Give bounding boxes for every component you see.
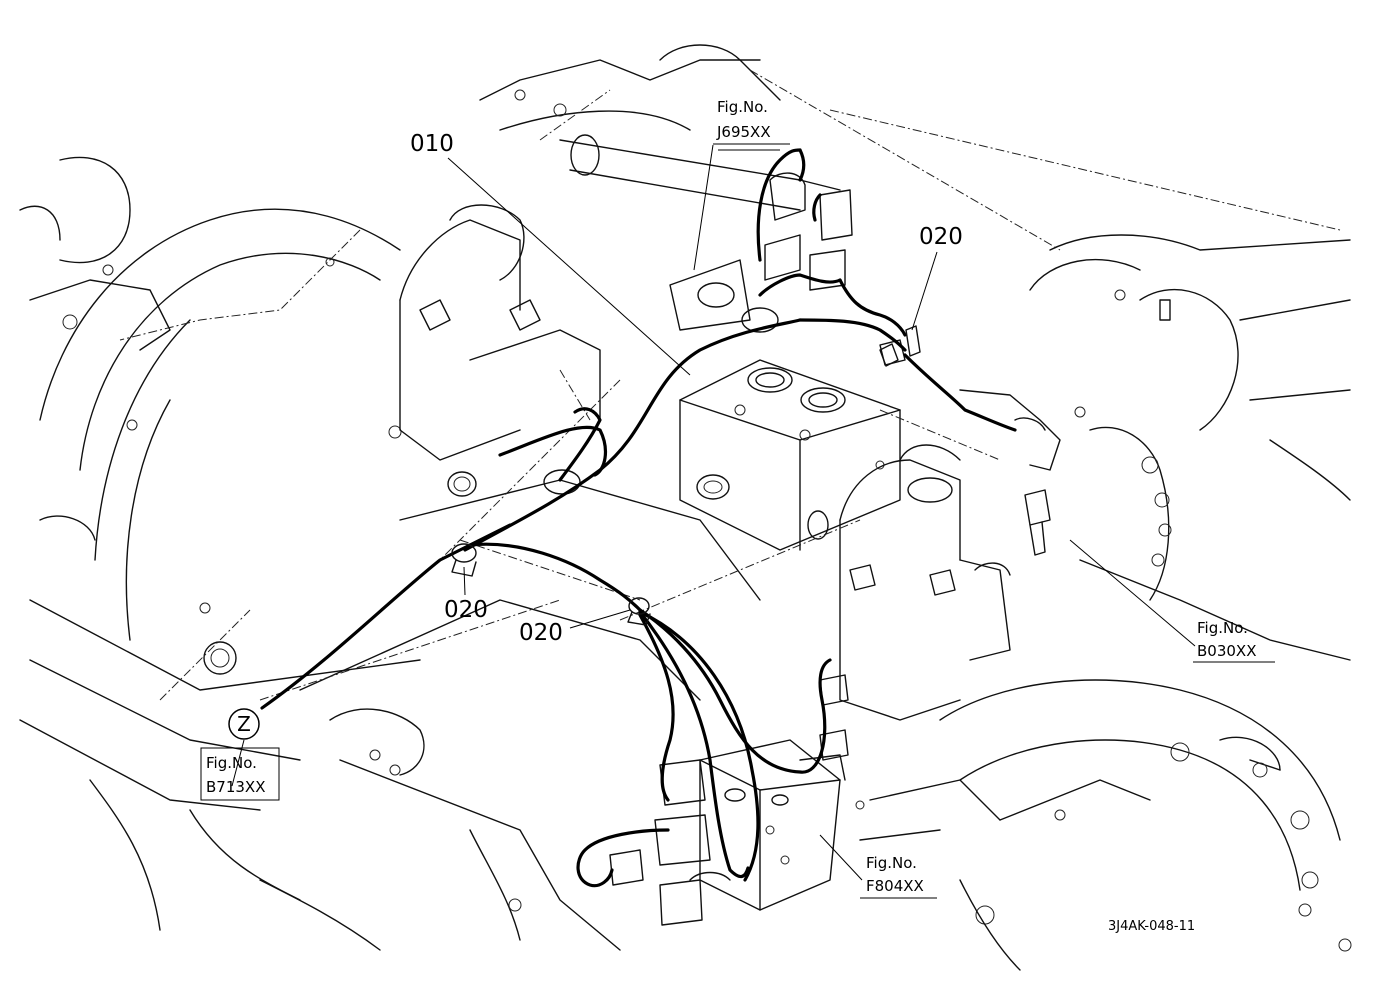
drawing-code: 3J4AK-048-11 bbox=[1108, 919, 1195, 934]
part-label-020-clamp-center[interactable]: 020 bbox=[519, 620, 563, 646]
part-label-020-clamp-left[interactable]: 020 bbox=[444, 597, 488, 623]
figure-ref-j695-line2: J695XX bbox=[716, 123, 771, 141]
figure-ref-j695-line1: Fig.No. bbox=[717, 98, 768, 116]
connector-marker-z[interactable]: Z bbox=[228, 708, 260, 740]
part-label-010[interactable]: 010 bbox=[410, 131, 454, 157]
wire-harness bbox=[260, 148, 1017, 888]
connector-marker-z-label: Z bbox=[237, 712, 251, 736]
figure-ref-b713[interactable]: Fig.No. B713XX bbox=[200, 747, 280, 801]
figure-ref-f804-line1: Fig.No. bbox=[866, 854, 917, 872]
part-label-020-clamp-right[interactable]: 020 bbox=[919, 224, 963, 250]
figure-ref-b713-line2: B713XX bbox=[206, 778, 265, 796]
figure-ref-b030-line1: Fig.No. bbox=[1197, 619, 1248, 637]
figure-ref-f804-line2: F804XX bbox=[866, 877, 924, 895]
figure-ref-f804[interactable]: Fig.No. F804XX bbox=[860, 854, 937, 899]
figure-ref-b030-line2: B030XX bbox=[1197, 642, 1256, 660]
figure-ref-j695[interactable]: Fig.No. J695XX bbox=[713, 98, 790, 145]
machinery-drawing bbox=[19, 44, 1352, 971]
figure-ref-b713-line1: Fig.No. bbox=[206, 754, 257, 772]
figure-ref-b030[interactable]: Fig.No. B030XX bbox=[1193, 619, 1275, 663]
leader-lines bbox=[231, 144, 1196, 881]
